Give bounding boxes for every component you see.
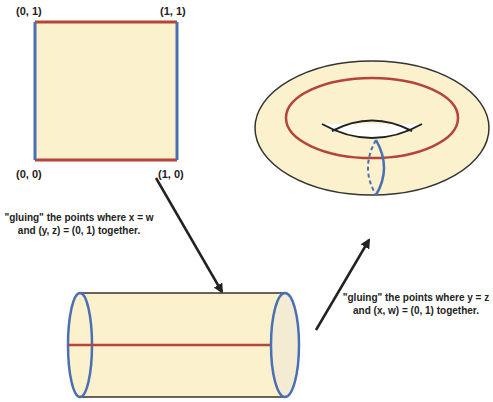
- torus-hole: [322, 124, 422, 138]
- corner-coordinate: (0, 0): [16, 168, 42, 182]
- cylinder-right-end: [271, 293, 299, 397]
- gluing-note: "gluing" the points where y = z and (x, …: [342, 292, 490, 317]
- gluing-note: "gluing" the points where x = w and (y, …: [4, 212, 154, 237]
- blue-loop: [376, 140, 384, 195]
- arrow: [316, 240, 369, 330]
- blue-edge: [34, 22, 37, 160]
- cylinder-edge: [80, 396, 285, 398]
- torus-hole: [332, 121, 412, 132]
- arrow: [156, 178, 222, 292]
- corner-coordinate: (1, 1): [160, 5, 186, 19]
- blue-loop-hidden: [368, 140, 376, 195]
- corner-coordinate: (0, 1): [16, 5, 42, 19]
- red-seam: [68, 344, 285, 347]
- red-edge: [35, 159, 177, 162]
- torus: [255, 61, 489, 195]
- red-edge: [35, 21, 177, 24]
- corner-coordinate: (1, 0): [158, 168, 184, 182]
- square: [35, 22, 177, 160]
- blue-edge: [176, 22, 179, 160]
- red-loop: [286, 78, 458, 158]
- cylinder-edge: [80, 292, 285, 294]
